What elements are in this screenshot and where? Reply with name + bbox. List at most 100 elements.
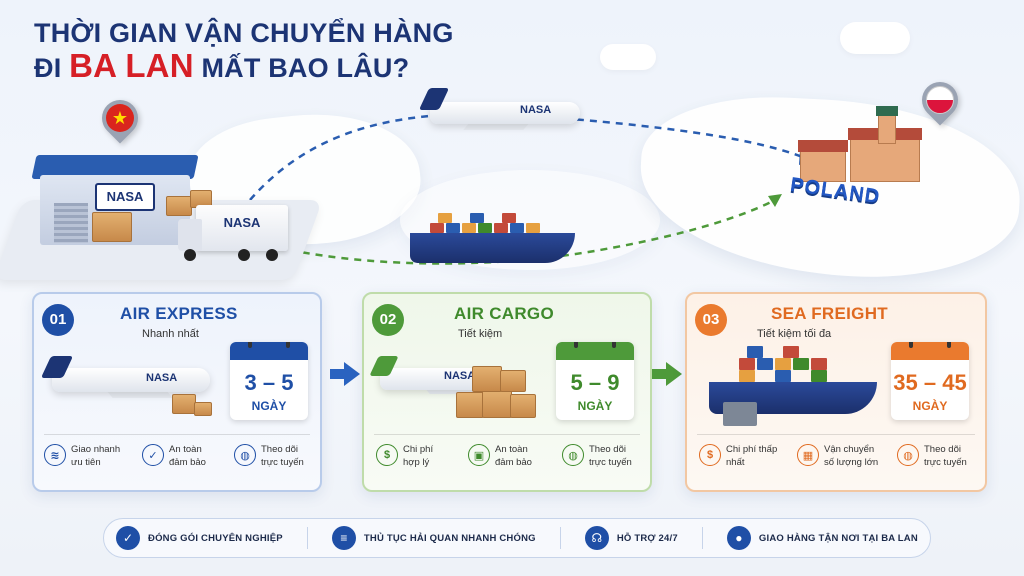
- location-pin-icon: ●: [726, 526, 751, 550]
- warehouse-sign: NASA: [95, 183, 155, 211]
- plane-brand: NASA: [146, 372, 178, 384]
- benefit-separator: [701, 527, 703, 549]
- air-route-line: [249, 112, 806, 201]
- crate: [510, 394, 536, 418]
- feature-text: Theo dõi trực tuyến: [924, 444, 967, 468]
- feature-item: ▦ Vận chuyển số lượng lớn: [797, 444, 886, 470]
- benefit-item: ✓ ĐÓNG GÓI CHUYÊN NGHIỆP: [116, 526, 283, 550]
- page-title: THỜI GIAN VẬN CHUYỂN HÀNG ĐI BA LAN MẤT …: [34, 18, 454, 85]
- delivery-days: 5 – 9: [570, 370, 620, 395]
- feature-text: Theo dõi trực tuyến: [589, 444, 632, 468]
- delivery-days-unit: NGÀY: [912, 399, 948, 413]
- sea-route-line: [289, 198, 776, 265]
- benefit-text: THỦ TỤC HẢI QUAN NHANH CHÓNG: [363, 532, 536, 544]
- feature-item: $ Chi phí thấp nhất: [699, 444, 788, 470]
- feature-text: Chi phí thấp nhất: [726, 444, 778, 468]
- next-step-arrow-icon: [330, 362, 360, 386]
- feature-item: ◍ Theo dõi trực tuyến: [234, 444, 323, 470]
- benefit-item: ● GIAO HÀNG TẬN NƠI TẠI BA LAN: [726, 526, 918, 550]
- feature-item: ◍ Theo dõi trực tuyến: [562, 444, 651, 470]
- crate: [172, 394, 196, 414]
- delivery-days-unit: NGÀY: [577, 399, 613, 413]
- crate: [500, 370, 526, 392]
- feature-text: An toàn đảm bảo: [169, 444, 206, 468]
- boxes-icon: ▦: [797, 444, 819, 466]
- dollar-icon: $: [376, 444, 398, 466]
- card-title: SEA FREIGHT: [771, 304, 888, 323]
- title-prefix: ĐI: [34, 53, 70, 84]
- globe-icon: ◍: [234, 444, 256, 466]
- title-line-2: ĐI BA LAN MẤT BAO LÂU?: [34, 47, 454, 85]
- benefit-item: ≡ THỦ TỤC HẢI QUAN NHANH CHÓNG: [331, 526, 536, 550]
- shield-check-icon: ✓: [142, 444, 164, 466]
- cargo-ship-illustration: [410, 213, 580, 270]
- card-divider: [374, 434, 640, 435]
- truck-brand: NASA: [196, 205, 288, 251]
- title-line-1: THỜI GIAN VẬN CHUYỂN HÀNG: [34, 18, 454, 48]
- card-subtitle: Tiết kiệm: [458, 328, 503, 340]
- title-highlight: BA LAN: [69, 47, 194, 85]
- plane-brand: NASA: [520, 104, 552, 116]
- cloud-decoration: [840, 22, 910, 54]
- crate: [456, 392, 484, 418]
- card-number-badge: 02: [372, 304, 404, 336]
- benefit-text: HỖ TRỢ 24/7: [616, 532, 678, 544]
- card-sea-freight: 03 SEA FREIGHT Tiết kiệm tối đa 35 – 45 …: [685, 292, 987, 492]
- benefits-bar: ✓ ĐÓNG GÓI CHUYÊN NGHIỆP ≡ THỦ TỤC HẢI Q…: [103, 518, 931, 558]
- feature-text: Chi phí hợp lý: [403, 444, 434, 468]
- feature-item: ✓ An toàn đảm bảo: [142, 444, 231, 470]
- delivery-truck: NASA: [178, 205, 288, 265]
- feature-item: ≋ Giao nhanh ưu tiên: [44, 444, 133, 470]
- delivery-days-unit: NGÀY: [251, 399, 287, 413]
- card-air-cargo: 02 AIR CARGO Tiết kiệm NASA 5 – 9 NGÀY $…: [362, 292, 652, 492]
- card-title: AIR EXPRESS: [120, 304, 238, 323]
- card-air-express: 01 AIR EXPRESS Nhanh nhất NASA 3 – 5 NGÀ…: [32, 292, 322, 492]
- card-number-badge: 01: [42, 304, 74, 336]
- delivery-time-calendar: 35 – 45 NGÀY: [891, 342, 969, 420]
- cloud-decoration: [600, 44, 656, 70]
- crate: [194, 402, 212, 416]
- delivery-time-calendar: 3 – 5 NGÀY: [230, 342, 308, 420]
- crate: [482, 390, 512, 418]
- feature-text: An toàn đảm bảo: [495, 444, 532, 468]
- delivery-time-calendar: 5 – 9 NGÀY: [556, 342, 634, 420]
- air-express-plane-illustration: NASA: [40, 356, 216, 416]
- benefit-separator: [559, 527, 561, 549]
- card-number-badge: 03: [695, 304, 727, 336]
- benefit-separator: [306, 527, 308, 549]
- delivery-days: 3 – 5: [244, 370, 294, 395]
- title-suffix: MẤT BAO LÂU?: [193, 53, 410, 84]
- feature-item: $ Chi phí hợp lý: [376, 444, 465, 470]
- crate: [92, 212, 132, 242]
- shipping-container: [723, 402, 757, 426]
- sea-route-arrowhead: [768, 194, 782, 207]
- poland-castle-illustration: [798, 106, 940, 185]
- feature-text: Theo dõi trực tuyến: [261, 444, 304, 468]
- benefit-text: ĐÓNG GÓI CHUYÊN NGHIỆP: [148, 532, 283, 544]
- feature-text: Giao nhanh ưu tiên: [71, 444, 121, 468]
- globe-icon: ◍: [562, 444, 584, 466]
- headset-icon: ☊: [584, 526, 609, 550]
- shield-check-icon: ✓: [116, 526, 141, 550]
- cargo-plane-illustration: NASA: [418, 88, 580, 148]
- fast-delivery-icon: ≋: [44, 444, 66, 466]
- benefit-item: ☊ HỖ TRỢ 24/7: [584, 526, 678, 550]
- sea-freight-ship-illustration: [709, 346, 879, 422]
- globe-icon: ◍: [897, 444, 919, 466]
- plane-brand: NASA: [444, 370, 476, 382]
- feature-text: Vận chuyển số lượng lớn: [824, 444, 879, 468]
- feature-item: ◍ Theo dõi trực tuyến: [897, 444, 986, 470]
- dollar-icon: $: [699, 444, 721, 466]
- card-title: AIR CARGO: [454, 304, 554, 323]
- air-cargo-plane-illustration: NASA: [369, 356, 504, 412]
- card-subtitle: Nhanh nhất: [142, 328, 199, 340]
- benefit-text: GIAO HÀNG TẬN NƠI TẠI BA LAN: [758, 532, 918, 544]
- card-divider: [44, 434, 310, 435]
- crate: [472, 366, 502, 392]
- feature-item: ▣ An toàn đảm bảo: [468, 444, 557, 470]
- card-subtitle: Tiết kiệm tối đa: [757, 328, 832, 340]
- box-check-icon: ▣: [468, 444, 490, 466]
- card-divider: [697, 434, 975, 435]
- delivery-days: 35 – 45: [893, 370, 967, 395]
